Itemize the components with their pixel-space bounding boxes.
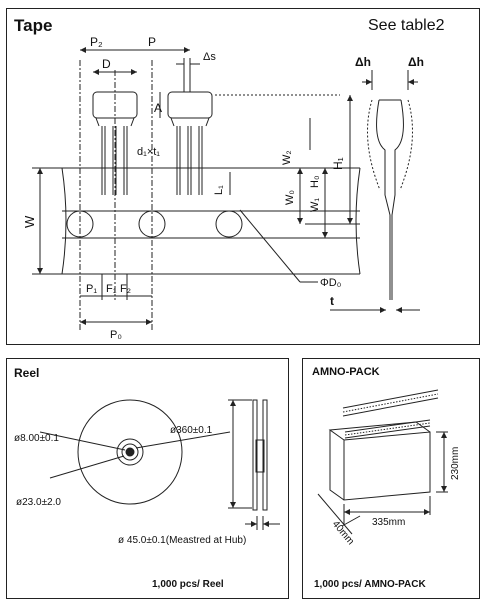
reel-dia-45: ø 45.0±0.1(Meastred at Hub) bbox=[118, 535, 246, 546]
ammo-quantity: 1,000 pcs/ AMNO-PACK bbox=[314, 579, 426, 590]
label-p0: P₀ bbox=[110, 329, 122, 341]
reel-dia-360: ø360±0.1 bbox=[170, 425, 213, 436]
label-p2: P₂ bbox=[90, 35, 103, 49]
tape-panel bbox=[6, 8, 480, 345]
reel-dia-8: ø8.00±0.1 bbox=[14, 433, 59, 444]
reel-title: Reel bbox=[14, 366, 40, 380]
label-h1: H₁ bbox=[331, 157, 345, 170]
label-h0: H₀ bbox=[309, 175, 321, 188]
label-ds: Δs bbox=[203, 51, 216, 63]
label-dt: d₁×t₁ bbox=[137, 146, 160, 158]
label-w2: W₂ bbox=[281, 150, 293, 165]
label-f1: F₁ bbox=[106, 283, 117, 295]
label-p1: P₁ bbox=[86, 283, 97, 295]
label-dh-right: Δh bbox=[408, 55, 424, 69]
label-w1: W₁ bbox=[309, 198, 321, 212]
label-d: D bbox=[102, 57, 111, 71]
label-a: A bbox=[154, 101, 162, 115]
label-w0: W₀ bbox=[284, 190, 296, 205]
reel-outer-flange bbox=[77, 399, 183, 505]
ammo-dim-height: 230mm bbox=[450, 447, 461, 480]
tape-left-break bbox=[61, 167, 67, 275]
tape-title: Tape bbox=[14, 16, 53, 35]
label-f2: F₂ bbox=[120, 283, 131, 295]
sprocket-hole bbox=[215, 210, 243, 238]
ammo-box-front bbox=[343, 431, 431, 501]
label-l1: L₁ bbox=[213, 185, 225, 195]
label-t: t bbox=[330, 294, 334, 308]
tape-right-break bbox=[355, 167, 361, 275]
ammo-dim-depth: 40mm bbox=[330, 519, 356, 547]
ammo-title: AMNO-PACK bbox=[312, 366, 380, 378]
ammo-panel bbox=[302, 358, 480, 599]
reel-quantity: 1,000 pcs/ Reel bbox=[152, 579, 224, 590]
label-dh-left: Δh bbox=[355, 55, 371, 69]
reel-hub bbox=[116, 438, 144, 466]
label-w: W bbox=[22, 215, 37, 228]
label-p: P bbox=[148, 35, 156, 49]
tape-note: See table2 bbox=[368, 17, 445, 34]
label-phi-d0: ΦD₀ bbox=[320, 277, 341, 289]
reel-panel bbox=[6, 358, 289, 599]
reel-dia-23: ø23.0±2.0 bbox=[16, 497, 61, 508]
ammo-dim-width: 335mm bbox=[372, 517, 405, 528]
